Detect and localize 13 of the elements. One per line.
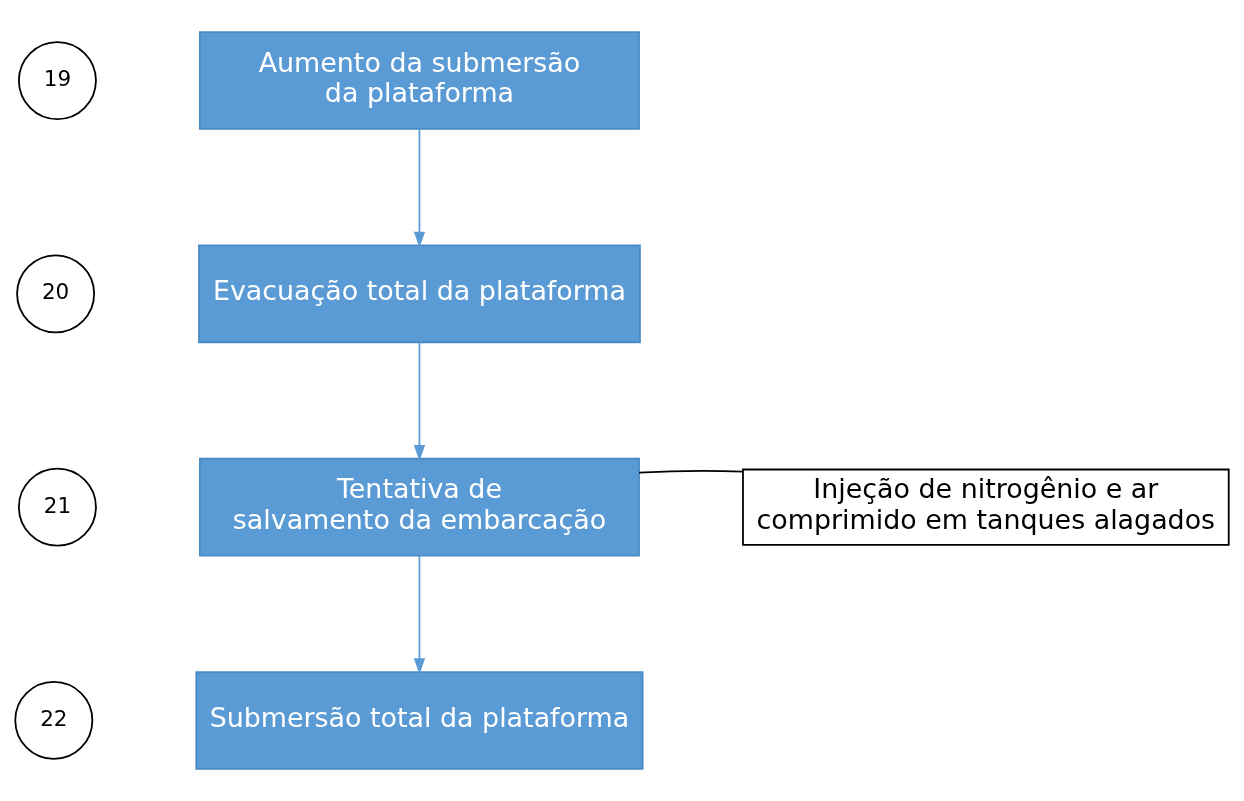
- node-circle: 19: [17, 41, 97, 120]
- node-box: Aumento da submersão da plataforma: [199, 31, 640, 130]
- node-box: Evacuação total da plataforma: [198, 244, 641, 344]
- node-circle: 22: [14, 681, 94, 760]
- arrow: [413, 128, 426, 248]
- arrow: [413, 555, 426, 675]
- connector: [638, 469, 744, 474]
- node-box: Injeção de nitrogênio e ar comprimido em tanques alagados: [742, 468, 1230, 546]
- node-box: Submersão total da plataforma: [195, 671, 644, 770]
- node-circle: 21: [17, 467, 97, 547]
- node-circle: 20: [16, 254, 96, 334]
- node-box: Tentativa de salvamento da embarcação: [199, 457, 640, 557]
- arrow: [413, 341, 426, 462]
